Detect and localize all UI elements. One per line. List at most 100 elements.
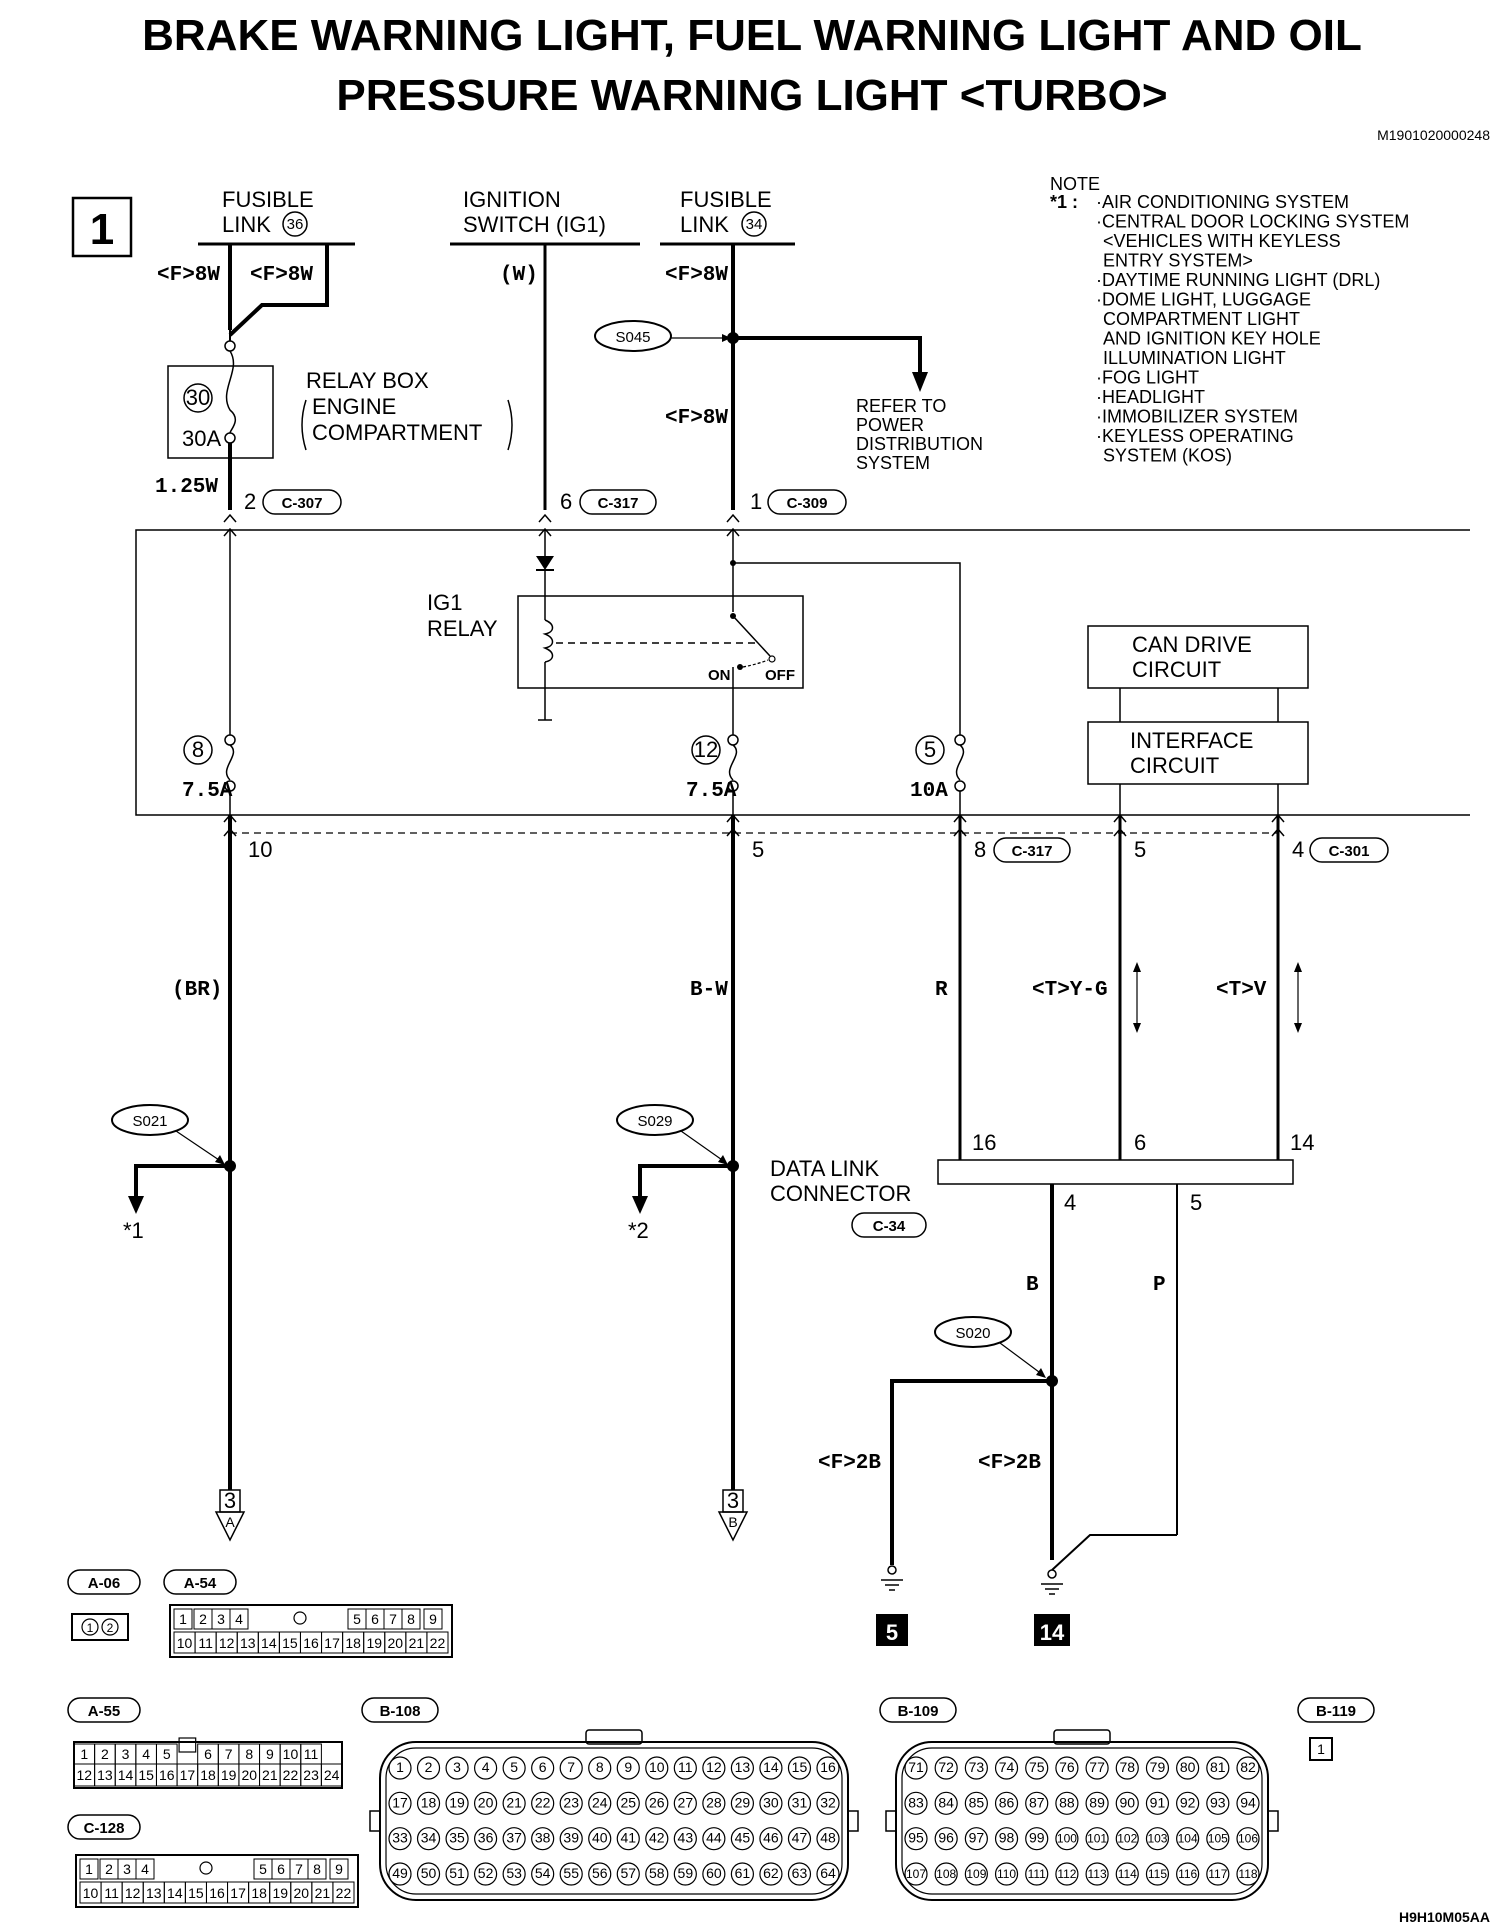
refer-label-1: REFER TO: [856, 396, 946, 416]
connector-b108-pin: [702, 1756, 726, 1780]
connector-b109-pin: [1025, 1791, 1049, 1815]
connector-b109-pin-label: 117: [1208, 1867, 1227, 1881]
fusible-link-34-label-1: FUSIBLE: [680, 187, 772, 212]
connector-c128-key: [199, 1861, 213, 1875]
connector-a06-pin-label: 1: [87, 1621, 94, 1635]
connector-c128-pin: 16: [209, 1885, 225, 1901]
connector-b109-pin-label: 73: [969, 1759, 985, 1775]
note-line: ·AIR CONDITIONING SYSTEM: [1096, 192, 1349, 212]
connector-a55-pin: 4: [142, 1746, 150, 1762]
relay-box-fuse-circle: [183, 383, 213, 413]
connector-b108-pin-label: 64: [820, 1865, 836, 1881]
connector-b109-pin-label: 89: [1089, 1794, 1105, 1810]
connector-c128-pin: 22: [336, 1885, 352, 1901]
connector-b109-pin: [994, 1791, 1019, 1815]
connector-a54-pin-cell: [426, 1631, 449, 1654]
connector-b109-pin-label: 108: [936, 1867, 956, 1881]
connector-b109-pin: [1115, 1756, 1139, 1780]
connector-c128-tag: [67, 1814, 141, 1840]
connector-b109-pin-label: 88: [1059, 1794, 1075, 1810]
data-link-connector: DATA LINK CONNECTOR C-34 16 6 14 4 5: [770, 1130, 1314, 1238]
pin-5b-label: 5: [1134, 837, 1146, 862]
connector-b109-pin: [1176, 1791, 1200, 1815]
connector-b108-inner: [385, 1747, 843, 1895]
ground-14-label: 14: [1040, 1620, 1065, 1645]
connector-b109-pin-label: 111: [1028, 1867, 1047, 1881]
connector-a55-pin: 13: [97, 1767, 113, 1783]
connector-a06-label: A-06: [88, 1575, 121, 1592]
data-link-label-2: CONNECTOR: [770, 1181, 911, 1206]
ground-14-badge: [1034, 1614, 1070, 1646]
connector-c128-pin-cell: [307, 1858, 327, 1880]
terminal-chevron: [538, 513, 552, 523]
sheet-number-box: [71, 196, 133, 258]
connector-b109-pin: [1236, 1756, 1260, 1780]
refer-label-2: POWER: [856, 415, 924, 435]
relay-box-paren-left: [301, 399, 307, 451]
connector-c317-top-label: C-317: [598, 495, 639, 512]
connector-c128-pin: 5: [259, 1861, 267, 1877]
fuse-12-rating: 7.5A: [686, 780, 737, 803]
connector-b108-pin: [559, 1756, 583, 1780]
connector-b109-pin: [1206, 1862, 1230, 1886]
connector-b108-pin-label: 40: [592, 1830, 608, 1846]
connector-b108-pin-label: 24: [592, 1794, 608, 1810]
connector-b109-pin: [1236, 1862, 1260, 1886]
connector-b108-pin-label: 1: [396, 1759, 404, 1775]
connector-a55-pin: 14: [118, 1767, 134, 1783]
connector-b108-pin: [645, 1862, 669, 1886]
connector-a54-pin: 5: [353, 1611, 361, 1627]
connector-b108-pin: [388, 1756, 412, 1780]
wire-label-f8w-a: <F>8W: [157, 264, 220, 287]
connector-b108-pin-label: 46: [763, 1830, 779, 1846]
connector-c128-pin: 18: [251, 1885, 267, 1901]
ig1-relay-off-terminal: [768, 655, 776, 663]
wire-label-bw-upper: B-W: [690, 979, 728, 1002]
diode-symbol: [536, 556, 554, 570]
connector-b109-pin: [1176, 1756, 1200, 1780]
connector-b108-pin-label: 6: [539, 1759, 547, 1775]
connector-b108-pin-label: 35: [449, 1830, 465, 1846]
connector-b109-pin-label: 100: [1057, 1832, 1077, 1846]
dlc-pin-4: 4: [1064, 1190, 1076, 1215]
connector-a54-pin: 13: [240, 1635, 256, 1651]
connector-b109-pin: [964, 1827, 988, 1851]
note-line: ·IMMOBILIZER SYSTEM: [1096, 407, 1298, 427]
splice-s021-pointer: [175, 1130, 223, 1163]
note-line: ENTRY SYSTEM>: [1103, 251, 1253, 271]
connector-a54-pin: 17: [324, 1635, 340, 1651]
connector-b109-pin-label: 97: [969, 1830, 985, 1846]
branch-star2-label: *2: [628, 1218, 649, 1243]
connector-b108-pin-label: 53: [506, 1865, 522, 1881]
connector-a55-pin: 5: [163, 1746, 171, 1762]
connector-b108-tag: [361, 1697, 439, 1723]
fuse-terminal-top: [727, 734, 739, 746]
connector-b109-pin: [934, 1862, 958, 1886]
ignition-switch: IGNITION SWITCH (IG1): [450, 187, 640, 246]
connector-b109-pin-label: 113: [1088, 1867, 1107, 1881]
fuse-5-number: 5: [924, 737, 936, 762]
ground-5-badge: [876, 1614, 908, 1646]
can-arrow-2-up: [1294, 962, 1302, 972]
note-lines: ·AIR CONDITIONING SYSTEM·CENTRAL DOOR LO…: [1096, 192, 1409, 466]
inner-wire-fuse-5: [733, 562, 961, 736]
connector-b109-pin-label: 84: [938, 1794, 954, 1810]
connector-a55-pin: 22: [283, 1767, 299, 1783]
connector-b108-pin-label: 31: [792, 1794, 808, 1810]
connector-b108-pin-label: 59: [678, 1865, 694, 1881]
terminal-chevron: [726, 527, 740, 537]
connector-a55-pin: 15: [138, 1767, 154, 1783]
connector-b108-pin: [730, 1827, 755, 1851]
connector-b109-pin: [1236, 1827, 1260, 1851]
ignition-switch-label-2: SWITCH (IG1): [463, 212, 606, 237]
connector-b108-pin-label: 34: [421, 1830, 437, 1846]
fuse-element: [955, 744, 965, 781]
continuation-a-triangle: [214, 1511, 246, 1542]
connector-a54-tag: [163, 1569, 237, 1595]
connector-b119-pin: 1: [1317, 1741, 1325, 1757]
connector-b108-pin: [673, 1862, 697, 1886]
connector-b108-pin-label: 27: [678, 1794, 694, 1810]
